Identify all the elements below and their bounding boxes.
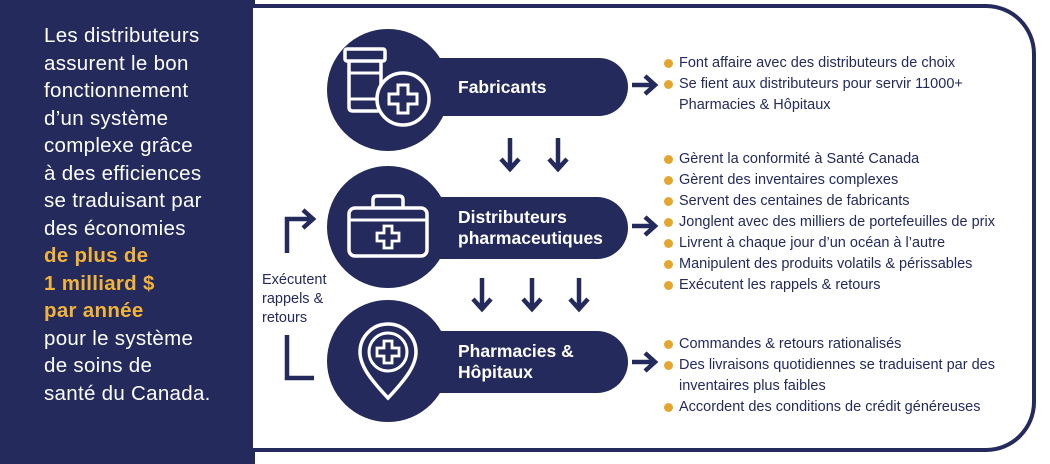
node-pharmacies: Pharmacies & Hôpitaux bbox=[420, 331, 628, 393]
list-item: Manipulent des produits volatils & péris… bbox=[663, 254, 1043, 275]
savings-highlight: par année bbox=[44, 299, 144, 322]
list-item: Se fient aux distributeurs pour servir 1… bbox=[663, 74, 1003, 116]
intro-line: santé du Canada. bbox=[44, 381, 211, 405]
intro-line: se traduisant par bbox=[44, 189, 202, 212]
return-loop-arrow bbox=[284, 208, 317, 381]
intro-line: complexe grâce bbox=[44, 134, 193, 157]
list-item: Gèrent la conformité à Santé Canada bbox=[663, 149, 1043, 170]
list-item: Servent des centaines de fabricants bbox=[663, 191, 1043, 212]
savings-highlight: de plus de bbox=[44, 244, 149, 267]
node-pharmacies-circle bbox=[327, 300, 449, 422]
list-item: Commandes & retours rationalisés bbox=[663, 334, 1023, 355]
node-title-line: Distributeurs bbox=[458, 207, 567, 227]
node-title-line: pharmaceutiques bbox=[458, 228, 603, 248]
arrow-down-icon bbox=[547, 138, 569, 173]
node-distributeurs: Distributeurs pharmaceutiques bbox=[420, 197, 628, 259]
list-item: Des livraisons quotidiennes se traduisen… bbox=[663, 355, 1023, 397]
first-aid-kit-icon bbox=[347, 194, 429, 258]
list-item: Exécutent les rappels & retours bbox=[663, 275, 1043, 296]
node-title: Pharmacies & Hôpitaux bbox=[458, 341, 574, 383]
arrow-down-icon bbox=[499, 138, 521, 173]
arrow-right-icon bbox=[632, 215, 659, 237]
return-loop-label-line: Exécutent bbox=[262, 272, 327, 288]
intro-line: à des efficiences bbox=[44, 161, 202, 185]
node-title-line: Fabricants bbox=[458, 76, 547, 97]
intro-line: fonctionnement bbox=[44, 79, 189, 102]
arrow-right-icon bbox=[632, 74, 659, 96]
arrow-down-icon bbox=[471, 278, 493, 313]
distributeurs-bullets: Gèrent la conformité à Santé Canada Gère… bbox=[663, 149, 1043, 296]
intro-line: assurent le bon bbox=[44, 51, 189, 75]
arrow-down-icon bbox=[521, 278, 543, 313]
list-item: Font affaire avec des distributeurs de c… bbox=[663, 53, 1003, 74]
medical-location-pin-icon bbox=[358, 322, 418, 401]
fabricants-bullets: Font affaire avec des distributeurs de c… bbox=[663, 53, 1003, 116]
list-item: Gèrent des inventaires complexes bbox=[663, 170, 1043, 191]
node-title-line: Pharmacies & bbox=[458, 341, 574, 361]
node-distributeurs-circle bbox=[327, 166, 449, 288]
intro-text: Les distributeurs assurent le bon foncti… bbox=[44, 22, 249, 407]
node-fabricants: Fabricants bbox=[420, 58, 628, 116]
return-loop-label-line: rappels & bbox=[262, 291, 324, 307]
return-loop-label: Exécutent rappels & retours bbox=[262, 271, 327, 328]
node-title: Fabricants bbox=[458, 77, 547, 98]
intro-line: Les distributeurs bbox=[44, 24, 200, 47]
intro-panel: Les distributeurs assurent le bon foncti… bbox=[0, 0, 255, 464]
list-item: Livrent à chaque jour d’un océan à l’aut… bbox=[663, 233, 1043, 254]
node-title: Distributeurs pharmaceutiques bbox=[458, 207, 603, 249]
node-fabricants-circle bbox=[327, 29, 449, 151]
intro-line: des économies bbox=[44, 216, 186, 240]
intro-line: d’un système bbox=[44, 106, 169, 130]
return-loop-label-line: retours bbox=[262, 310, 308, 326]
node-title-line: Hôpitaux bbox=[458, 362, 533, 382]
pharmacies-bullets: Commandes & retours rationalisés Des liv… bbox=[663, 334, 1023, 418]
intro-line: pour le système bbox=[44, 326, 194, 350]
intro-line: de soins de bbox=[44, 354, 153, 377]
arrow-down-icon bbox=[568, 278, 590, 313]
list-item: Accordent des conditions de crédit génér… bbox=[663, 397, 1023, 418]
savings-highlight: 1 milliard $ bbox=[44, 271, 155, 295]
arrow-right-icon bbox=[632, 351, 659, 373]
list-item: Jonglent avec des milliers de portefeuil… bbox=[663, 212, 1043, 233]
pill-bottle-icon bbox=[343, 47, 431, 127]
